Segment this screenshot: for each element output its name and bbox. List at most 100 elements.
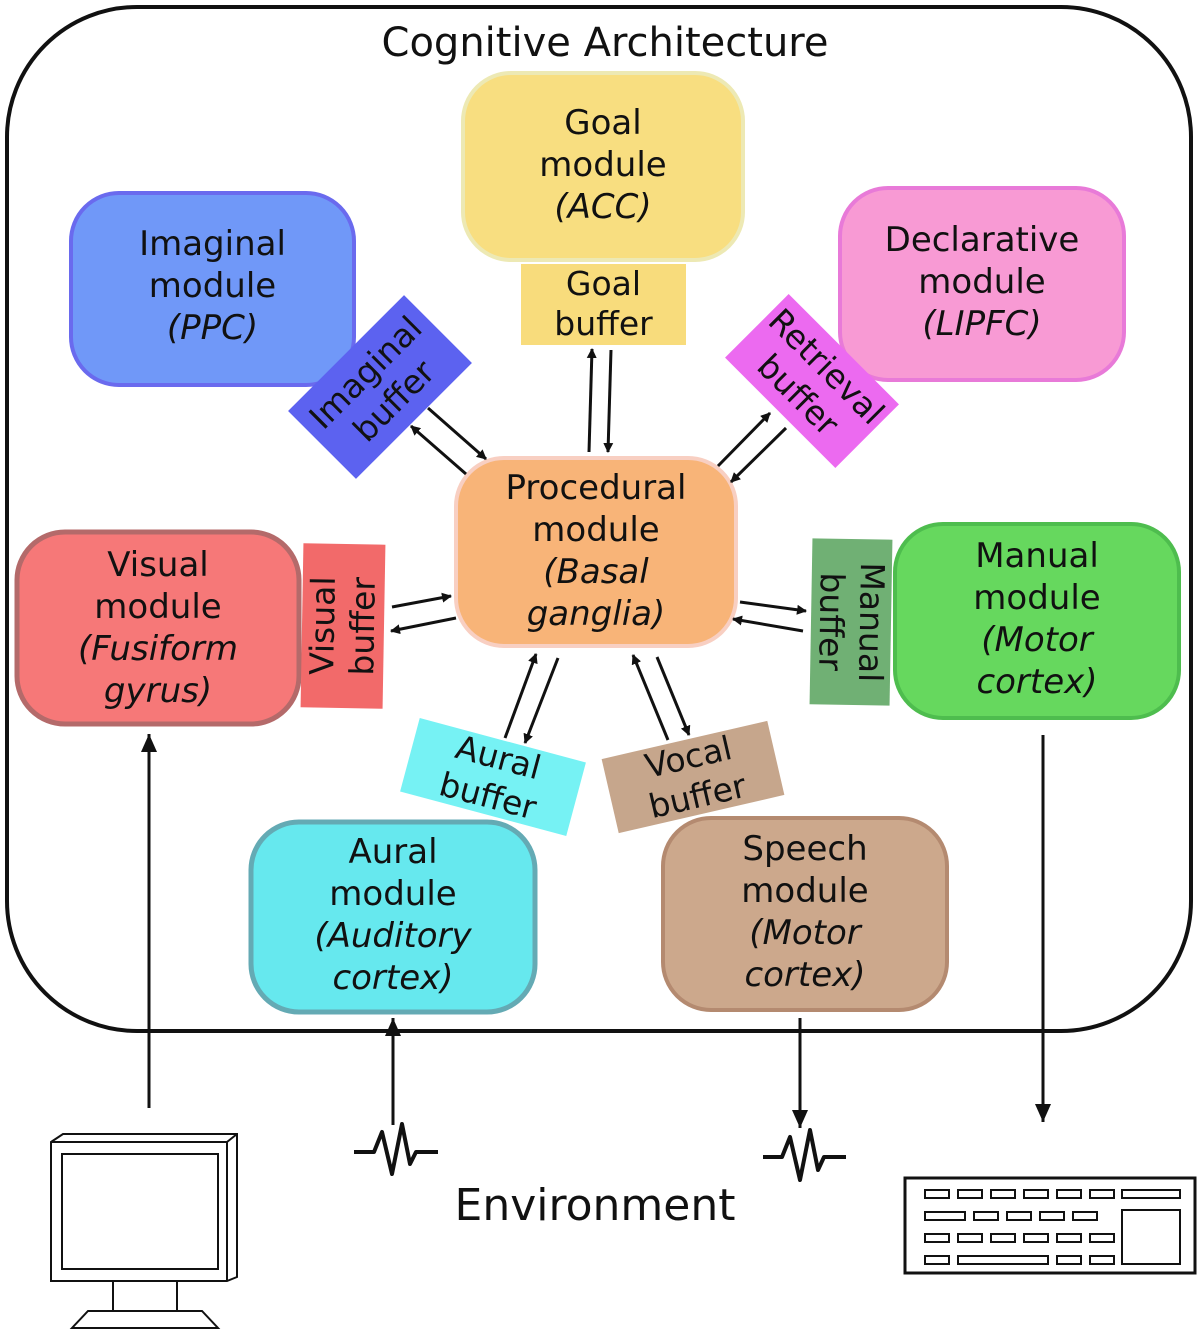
keyboard-icon xyxy=(903,1176,1197,1275)
manual-module-label: Manual module (Motor cortex) xyxy=(895,535,1179,703)
visual-module-name: Visual xyxy=(107,545,209,585)
imaginal-module-region: (PPC) xyxy=(166,308,259,348)
goal-module-name-2: module xyxy=(539,145,667,185)
imaginal-buffer-box xyxy=(288,295,472,479)
monitor-icon xyxy=(50,1133,238,1329)
visual-buffer-box xyxy=(300,543,386,709)
arrow-goal-buffer-to-procedural xyxy=(603,349,614,453)
manual-module-region-2: cortex) xyxy=(976,662,1098,702)
visual-buffer-label: Visual buffer xyxy=(302,545,385,706)
keyboard-key xyxy=(973,1211,999,1221)
declarative-module-name-2: module xyxy=(918,262,1046,302)
keyboard-key xyxy=(1089,1233,1115,1243)
architecture-boundary xyxy=(5,5,1193,1033)
manual-buffer-word: buffer xyxy=(811,572,852,672)
keyboard-key xyxy=(1023,1189,1049,1199)
goal-buffer-label: Goal buffer xyxy=(521,264,686,344)
declarative-module-name: Declarative xyxy=(884,220,1080,260)
visual-buffer-name: Visual xyxy=(302,576,343,676)
keyboard-key xyxy=(990,1233,1016,1243)
keyboard-key xyxy=(1006,1211,1032,1221)
procedural-module-region-2: ganglia) xyxy=(526,594,666,634)
declarative-module-region: (LIPFC) xyxy=(922,304,1042,344)
manual-module-name-2: module xyxy=(973,578,1101,618)
visual-module-label: Visual module (Fusiform gyrus) xyxy=(17,544,299,712)
keyboard-key xyxy=(1089,1255,1115,1265)
visual-module-name-2: module xyxy=(94,587,222,627)
arrow-aural-buffer-to-procedural xyxy=(503,653,538,739)
declarative-module-box xyxy=(838,186,1126,382)
keyboard-key xyxy=(924,1255,950,1265)
arrow-procedural-to-visual-buffer xyxy=(390,616,457,635)
procedural-module-label: Procedural module (Basal ganglia) xyxy=(456,467,736,635)
procedural-module-box xyxy=(454,456,738,648)
keyboard-key xyxy=(1072,1211,1098,1221)
keyboard-key xyxy=(924,1233,950,1243)
aural-module-name-2: module xyxy=(329,874,457,914)
manual-module-region: (Motor xyxy=(981,620,1093,660)
aural-buffer-box xyxy=(400,718,586,836)
manual-module-name: Manual xyxy=(975,536,1099,576)
goal-module-label: Goal module (ACC) xyxy=(463,102,743,228)
aural-module-box xyxy=(248,819,538,1015)
arrow-visual-buffer-to-procedural xyxy=(391,592,452,609)
keyboard-key xyxy=(957,1189,983,1199)
arrow-manual-buffer-to-procedural xyxy=(732,615,804,633)
visual-buffer-word: buffer xyxy=(342,576,383,676)
manual-buffer-box xyxy=(809,538,893,706)
keyboard-key xyxy=(1023,1233,1049,1243)
imaginal-module-label: Imaginal module (PPC) xyxy=(71,223,354,349)
keyboard-key xyxy=(957,1255,1049,1265)
arrow-procedural-to-goal-buffer xyxy=(586,348,597,453)
aural-module-region-2: cortex) xyxy=(332,958,454,998)
speech-module-name: Speech xyxy=(742,829,868,869)
procedural-module-name: Procedural xyxy=(505,468,687,508)
speech-module-region: (Motor xyxy=(749,913,861,953)
goal-module-region: (ACC) xyxy=(554,187,652,227)
goal-buffer-word: buffer xyxy=(554,304,653,343)
goal-buffer-name: Goal xyxy=(565,264,642,303)
keyboard-key xyxy=(990,1189,1016,1199)
arrow-procedural-to-aural-buffer xyxy=(523,657,560,744)
aural-module-region: (Auditory xyxy=(314,916,472,956)
keyboard-key xyxy=(924,1189,950,1199)
imaginal-module-name: Imaginal xyxy=(139,224,286,264)
visual-module-box xyxy=(14,529,302,727)
environment-label: Environment xyxy=(454,1180,736,1231)
diagram-title: Cognitive Architecture xyxy=(381,20,829,66)
arrow-imaginal-buffer-to-procedural xyxy=(427,406,487,461)
keyboard-key xyxy=(1056,1255,1082,1265)
arrow-retrieval-buffer-to-procedural xyxy=(729,426,788,484)
retrieval-buffer-box xyxy=(725,294,899,468)
declarative-module-label: Declarative module (LIPFC) xyxy=(840,219,1124,345)
arrow-vocal-buffer-to-procedural xyxy=(631,654,670,741)
arrow-procedural-to-retrieval-buffer xyxy=(716,411,772,468)
aural-module-label: Aural module (Auditory cortex) xyxy=(251,831,535,999)
speech-module-name-2: module xyxy=(741,871,869,911)
keyboard-key xyxy=(1039,1211,1065,1221)
keyboard-key xyxy=(957,1233,983,1243)
speech-module-label: Speech module (Motor cortex) xyxy=(663,828,947,996)
keyboard-key xyxy=(924,1211,966,1221)
goal-module-box xyxy=(461,71,745,262)
manual-module-box xyxy=(893,522,1181,720)
arrow-procedural-to-imaginal-buffer xyxy=(410,424,467,476)
arrow-procedural-to-vocal-buffer xyxy=(655,656,691,736)
keyboard-key xyxy=(1056,1233,1082,1243)
speech-module-region-2: cortex) xyxy=(744,955,866,995)
procedural-module-region: (Basal xyxy=(543,552,649,592)
arrow-procedural-to-manual-buffer xyxy=(739,600,807,615)
visual-module-region-2: gyrus) xyxy=(103,671,213,711)
connection-arrows xyxy=(390,348,807,744)
manual-buffer-name: Manual xyxy=(850,562,893,683)
keyboard-key xyxy=(1056,1189,1082,1199)
environment-arrows xyxy=(141,734,1051,1128)
vocal-buffer-box xyxy=(601,720,785,834)
sound-wave-icon xyxy=(763,1128,846,1182)
speech-module-box xyxy=(661,816,949,1012)
imaginal-module-name-2: module xyxy=(148,266,277,306)
goal-buffer-box xyxy=(521,264,686,345)
manual-buffer-label: Manual buffer xyxy=(810,541,893,702)
sound-wave-icon xyxy=(354,1122,438,1176)
